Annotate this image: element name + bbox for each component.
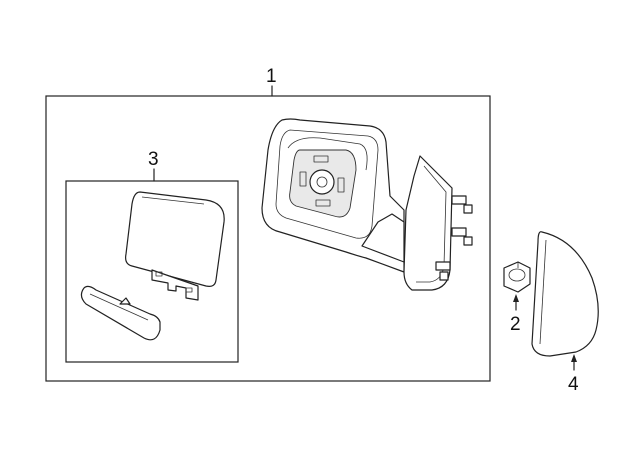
callout-2: 2 (510, 314, 521, 335)
cover-shell (531, 231, 599, 357)
mirror-assembly (261, 118, 473, 291)
mounting-base (403, 155, 453, 291)
nut (503, 261, 531, 293)
stud-2-thread (463, 236, 473, 246)
stud-3 (435, 261, 451, 271)
mirror-glass-backing-clip (151, 269, 199, 301)
actuator-center (309, 169, 335, 195)
nut-hex (503, 261, 531, 293)
nut-bore (508, 268, 526, 282)
actuator-slot-right (337, 177, 345, 193)
stud-1 (451, 195, 467, 205)
mirror-glass-edge (141, 196, 205, 205)
housing-bezel (275, 129, 379, 239)
cover (531, 231, 599, 357)
spotter-glass-body (80, 285, 161, 341)
actuator (289, 149, 357, 218)
actuator-hub (316, 176, 328, 188)
spotter-glass-edge (89, 293, 149, 321)
spotter-glass-tab (119, 297, 131, 305)
spotter-glass (80, 285, 161, 341)
stud-2 (451, 227, 467, 237)
callout-3: 3 (148, 149, 159, 170)
stud-1-thread (463, 204, 473, 214)
cover-inner-edge (539, 239, 547, 345)
callout-4-arrow (571, 354, 577, 362)
callout-1: 1 (266, 66, 277, 87)
mirror-glass (125, 191, 225, 301)
callout-2-arrow (513, 294, 519, 302)
mirror-arm (361, 213, 405, 263)
frame-ring (287, 137, 368, 171)
actuator-slot-top (313, 155, 329, 163)
clip-slot-1 (155, 271, 163, 277)
clip-slot-2 (185, 287, 193, 293)
stud-3-thread (439, 271, 449, 281)
mounting-studs (435, 195, 473, 281)
callout-4: 4 (568, 374, 579, 395)
actuator-slot-left (299, 171, 307, 187)
mirror-glass-plate (125, 191, 225, 287)
assembly-box (45, 95, 491, 382)
actuator-slot-bottom (315, 199, 331, 207)
glass-box (65, 180, 239, 363)
